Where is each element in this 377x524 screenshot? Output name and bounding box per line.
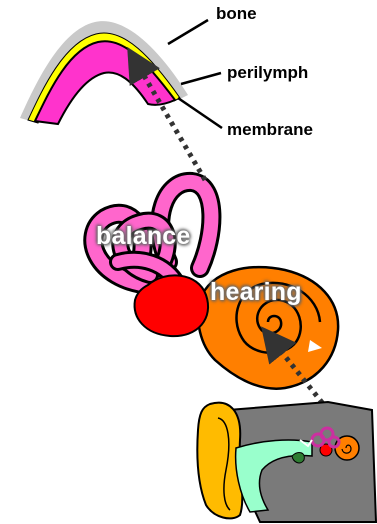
label-leaders — [168, 20, 222, 128]
bone-label: bone — [216, 4, 257, 24]
bone-pointer — [168, 20, 208, 44]
perilymph-label: perilymph — [227, 63, 308, 83]
membrane-label: membrane — [227, 120, 313, 140]
balance-label: balance — [96, 222, 191, 251]
perilymph-pointer — [181, 73, 221, 84]
membrane-pointer — [178, 98, 222, 128]
hearing-label: hearing — [210, 278, 302, 307]
ear-overview — [197, 402, 376, 522]
